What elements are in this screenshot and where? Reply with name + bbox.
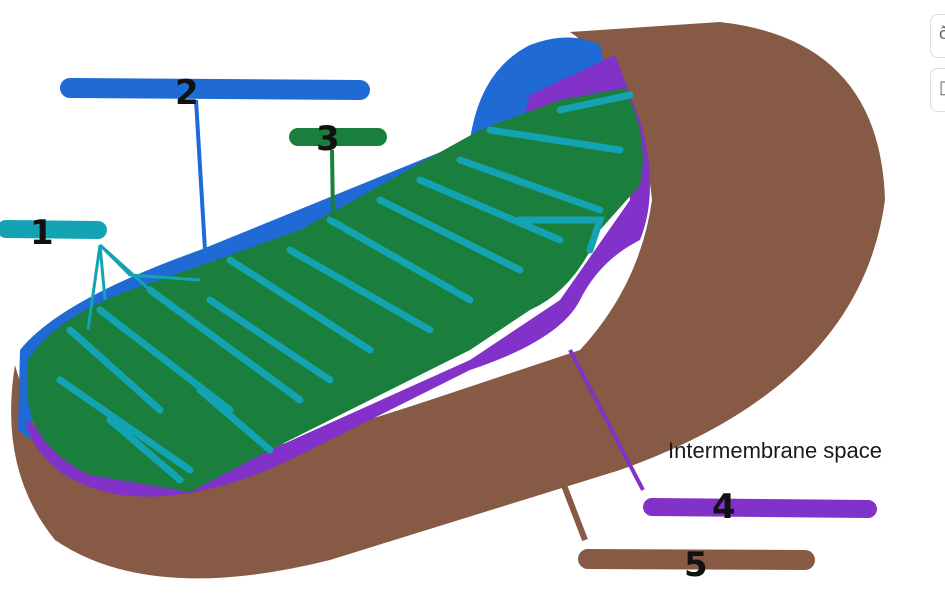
label-number-3: 3 xyxy=(316,119,340,159)
cristae xyxy=(56,91,634,484)
label-number-1: 1 xyxy=(30,213,54,253)
label-number-5: 5 xyxy=(684,545,708,585)
outer-shell xyxy=(11,22,885,579)
label-bar-4 xyxy=(643,498,877,518)
label-bar-1 xyxy=(0,220,107,239)
leader-4 xyxy=(568,349,645,491)
square-icon: ▯ xyxy=(939,77,945,97)
leader-2 xyxy=(194,99,207,251)
outer-membrane xyxy=(18,37,610,440)
label-bar-5 xyxy=(578,549,815,570)
leader-5 xyxy=(557,473,588,542)
label-number-2: 2 xyxy=(175,73,199,113)
pen-tool-button[interactable]: ð xyxy=(930,14,945,58)
matrix xyxy=(28,88,643,492)
pen-icon: ð xyxy=(939,23,945,43)
leader-3 xyxy=(330,149,335,219)
shape-tool-button[interactable]: ▯ xyxy=(930,68,945,112)
label-bar-2 xyxy=(60,78,370,100)
leader-1 xyxy=(86,243,201,331)
intermembrane-space-caption: Intermembrane space xyxy=(668,438,882,463)
label-number-4: 4 xyxy=(712,487,736,527)
